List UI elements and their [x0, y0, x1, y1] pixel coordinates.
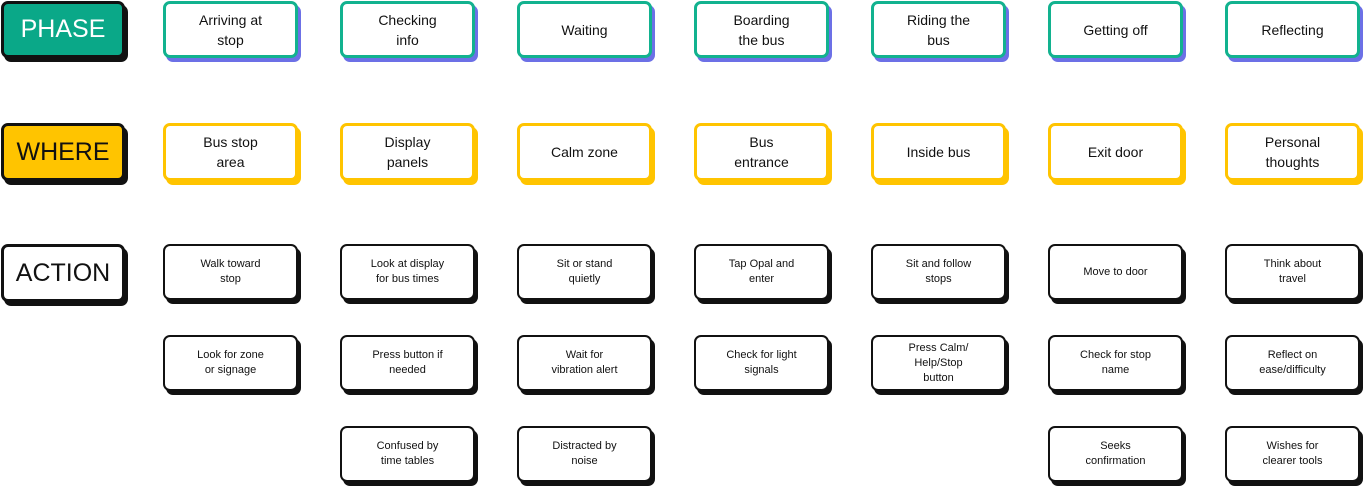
phase-card-label: Waiting — [561, 21, 608, 38]
phase-card-label: Reflecting — [1261, 21, 1324, 38]
phase-card: Reflecting — [1225, 1, 1360, 58]
phase-card-label: Getting off — [1083, 21, 1148, 38]
where-card: Calm zone — [517, 123, 652, 181]
where-card-label: Inside bus — [906, 144, 971, 160]
row-label-action: ACTION — [1, 244, 125, 302]
where-card-label: Calm zone — [551, 144, 618, 160]
action-card-label: Move to door — [1083, 265, 1148, 278]
where-card: Inside bus — [871, 123, 1006, 181]
action-card: Move to door — [1048, 244, 1183, 300]
where-card: Exit door — [1048, 123, 1183, 181]
row-label-phase: PHASE — [1, 1, 125, 58]
phase-card: Getting off — [1048, 1, 1183, 58]
row-label-where: WHERE — [1, 123, 125, 181]
where-card-label: Exit door — [1087, 144, 1144, 160]
phase-card: Waiting — [517, 1, 652, 58]
